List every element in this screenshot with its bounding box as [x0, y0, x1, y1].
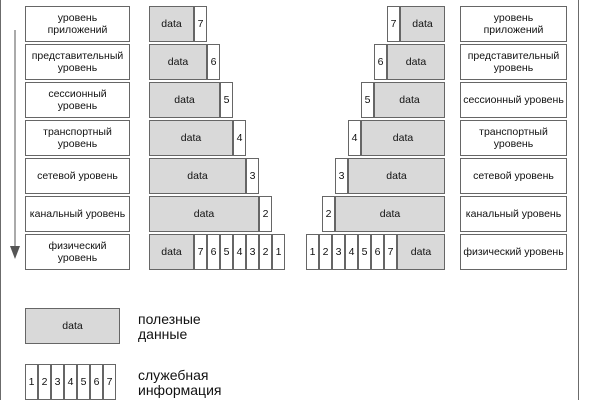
left-header-1: 7 — [194, 6, 207, 42]
right-physical-header-5: 5 — [358, 234, 371, 270]
legend-payload-box: data — [25, 308, 120, 344]
left-header-4: 4 — [233, 120, 246, 156]
left-physical-header-5: 5 — [220, 234, 233, 270]
right-data-block-2: data — [387, 44, 445, 80]
legend-header-2: 2 — [38, 364, 51, 400]
right-data-block-5: data — [348, 158, 445, 194]
right-data-block-3: data — [374, 82, 445, 118]
right-layer-4: транспортный уровень — [460, 120, 567, 156]
left-physical-header-6: 6 — [207, 234, 220, 270]
right-header-3: 5 — [361, 82, 374, 118]
legend-header-4: 4 — [64, 364, 77, 400]
right-physical-header-4: 4 — [345, 234, 358, 270]
legend-header-3: 3 — [51, 364, 64, 400]
frame-left-border — [0, 0, 1, 400]
legend-header-1: 1 — [25, 364, 38, 400]
legend-header-5: 5 — [77, 364, 90, 400]
frame-right-border — [578, 0, 579, 400]
legend-payload-label-line2: данные — [138, 326, 188, 342]
right-data-block-6: data — [335, 196, 445, 232]
legend-payload-label-line1: полезные — [138, 311, 201, 327]
left-layer-2: представительный уровень — [25, 44, 130, 80]
right-header-6: 2 — [322, 196, 335, 232]
right-header-5: 3 — [335, 158, 348, 194]
right-data-block-7: data — [397, 234, 445, 270]
right-layer-5: сетевой уровень — [460, 158, 567, 194]
right-physical-header-6: 6 — [371, 234, 384, 270]
left-physical-header-1: 1 — [272, 234, 285, 270]
left-header-2: 6 — [207, 44, 220, 80]
left-data-block-3: data — [149, 82, 220, 118]
right-layer-1: уровень приложений — [460, 6, 567, 42]
legend-service-label-line2: информация — [138, 382, 222, 398]
legend-service-label-line1: служебная — [138, 367, 209, 383]
right-header-4: 4 — [348, 120, 361, 156]
left-data-block-2: data — [149, 44, 207, 80]
right-layer-2: представительный уровень — [460, 44, 567, 80]
left-layer-5: сетевой уровень — [25, 158, 130, 194]
right-physical-header-7: 7 — [384, 234, 397, 270]
down-arrow-icon — [10, 30, 20, 259]
legend-header-6: 6 — [90, 364, 103, 400]
left-physical-header-3: 3 — [246, 234, 259, 270]
left-data-block-4: data — [149, 120, 233, 156]
left-data-block-1: data — [149, 6, 194, 42]
left-layer-7: физический уровень — [25, 234, 130, 270]
legend-header-7: 7 — [103, 364, 116, 400]
left-layer-1: уровень приложений — [25, 6, 130, 42]
left-layer-6: канальный уровень — [25, 196, 130, 232]
left-header-6: 2 — [259, 196, 272, 232]
left-data-block-6: data — [149, 196, 259, 232]
left-physical-header-2: 2 — [259, 234, 272, 270]
right-layer-3: сессионный уровень — [460, 82, 567, 118]
right-physical-header-1: 1 — [306, 234, 319, 270]
left-physical-header-7: 7 — [194, 234, 207, 270]
left-layer-4: транспортный уровень — [25, 120, 130, 156]
right-header-1: 7 — [387, 6, 400, 42]
left-physical-header-4: 4 — [233, 234, 246, 270]
right-header-2: 6 — [374, 44, 387, 80]
right-layer-6: канальный уровень — [460, 196, 567, 232]
right-data-block-4: data — [361, 120, 445, 156]
right-physical-header-2: 2 — [319, 234, 332, 270]
right-layer-7: физический уровень — [460, 234, 567, 270]
left-header-5: 3 — [246, 158, 259, 194]
left-layer-3: сессионный уровень — [25, 82, 130, 118]
left-header-3: 5 — [220, 82, 233, 118]
right-physical-header-3: 3 — [332, 234, 345, 270]
left-data-block-7: data — [149, 234, 194, 270]
right-data-block-1: data — [400, 6, 445, 42]
left-data-block-5: data — [149, 158, 246, 194]
